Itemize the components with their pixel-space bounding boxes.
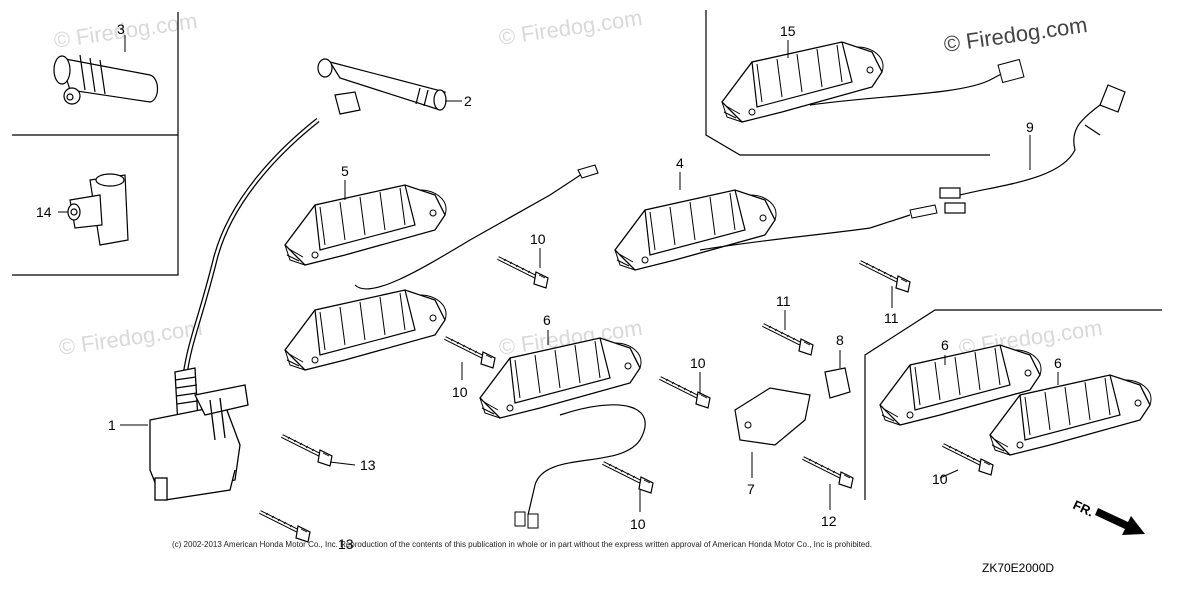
part-1-ignition-coil (149, 118, 320, 501)
callout-7: 7 (747, 481, 755, 497)
bolt-12 (801, 456, 855, 490)
part-5-wire (354, 171, 586, 290)
part-4-coil (614, 189, 777, 271)
callout-14: 14 (36, 204, 52, 220)
callout-13-a: 13 (360, 457, 376, 473)
callout-15: 15 (780, 23, 796, 39)
callout-5: 5 (341, 163, 349, 179)
callout-4: 4 (676, 155, 684, 171)
part-6-wire (527, 404, 646, 516)
watermark: © Firedog.com (497, 5, 644, 50)
part-3-plug-cap (53, 54, 159, 105)
callout-6-b: 6 (941, 337, 949, 353)
callout-2: 2 (464, 93, 472, 109)
part-4-wire (699, 214, 911, 251)
part-14-elbow (67, 173, 129, 246)
callout-8: 8 (836, 332, 844, 348)
bolt-10-c (658, 376, 712, 410)
fr-label: FR. (1071, 497, 1096, 519)
bolt-11-a (858, 260, 912, 294)
callout-9: 9 (1026, 119, 1034, 135)
inset-frame-left (12, 12, 179, 276)
watermark: © Firedog.com (57, 315, 204, 360)
callout-3: 3 (117, 21, 125, 37)
callout-10-e: 10 (932, 471, 948, 487)
inset-frame-bottom-right (864, 309, 1162, 500)
callout-6-c: 6 (1054, 355, 1062, 371)
diagram-code: ZK70E2000D (982, 561, 1055, 575)
leader-lines (58, 35, 1059, 512)
inset-frame-right (705, 10, 990, 156)
callout-1: 1 (108, 417, 116, 433)
watermark: © Firedog.com (52, 8, 199, 53)
bolt-10-d (601, 461, 655, 495)
bolt-11-b (761, 323, 815, 357)
callout-10-d: 10 (630, 516, 646, 532)
watermark: © Firedog.com (942, 12, 1089, 57)
callout-11-b: 11 (776, 293, 791, 309)
callout-12: 12 (821, 513, 837, 529)
part-15-wire (809, 71, 1006, 106)
copyright-notice: (c) 2002-2013 American Honda Motor Co., … (172, 540, 872, 549)
part-5-coil (284, 184, 447, 266)
callout-10-a: 10 (530, 231, 546, 247)
part-15-coil (721, 41, 884, 123)
part-7-bracket (734, 387, 811, 446)
bolt-10-e (941, 443, 995, 477)
bolt-13-b (258, 510, 312, 544)
part-9-harness (939, 84, 1126, 214)
part-8-clip (824, 367, 851, 399)
callout-10-c: 10 (690, 355, 706, 371)
callout-6-a: 6 (543, 312, 551, 328)
part-2-plug-cap (317, 58, 447, 115)
callout-11-a: 11 (884, 310, 899, 326)
callout-13-b: 13 (338, 536, 354, 552)
bolt-13-a (280, 434, 334, 468)
coil-lower-left (284, 289, 447, 371)
front-direction-arrow: FR. (1071, 497, 1145, 535)
callout-10-b: 10 (452, 384, 468, 400)
bolt-10-b (443, 336, 497, 370)
